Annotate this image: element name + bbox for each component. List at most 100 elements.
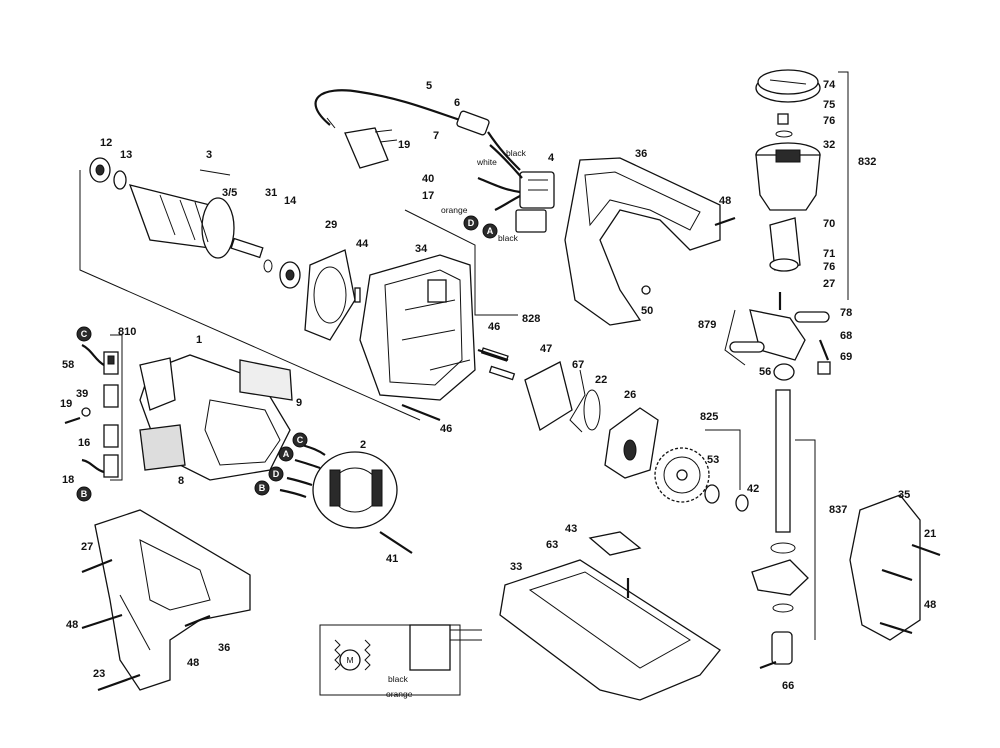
- handle-right: [564, 157, 721, 326]
- bracket-lines: [79, 71, 849, 640]
- part-numbers: 5 6 7 19 4 40 17 36 48 50 12 13 3 3/5 31…: [60, 79, 936, 692]
- bushing-56: [773, 363, 795, 381]
- connector-c-left: C: [76, 326, 92, 342]
- part-number: 43: [565, 523, 577, 535]
- bearing-12: [89, 157, 111, 183]
- knob-74: [755, 69, 821, 103]
- motor-symbol-label: M: [346, 655, 353, 665]
- part-number: 53: [707, 454, 719, 466]
- screw-50: [641, 285, 651, 295]
- part-number: 17: [422, 190, 434, 202]
- label-8: [139, 424, 186, 471]
- part-number: 27: [823, 278, 835, 290]
- shoe-43: [588, 531, 642, 556]
- roller-holder: [729, 309, 830, 361]
- svg-text:A: A: [487, 226, 494, 236]
- part-number: 36: [635, 148, 647, 160]
- wire-label-black-schematic: black: [388, 674, 409, 684]
- screws-cover: [879, 543, 941, 635]
- part-number: 7: [433, 130, 439, 142]
- gear-housing: [359, 254, 476, 401]
- part-number: 63: [546, 539, 558, 551]
- power-cord: [314, 89, 521, 171]
- screw-48-top: [714, 216, 736, 227]
- fan-baffle: [304, 249, 356, 341]
- part-number: 70: [823, 218, 835, 230]
- part-number: 74: [823, 79, 836, 91]
- part-number: 3/5: [222, 187, 237, 199]
- svg-text:C: C: [297, 435, 304, 445]
- cap-75: [777, 113, 789, 125]
- part-number: 46: [488, 321, 500, 333]
- wiring-schematic: [319, 624, 482, 696]
- retaining-ring-31: [263, 259, 273, 273]
- cam-70: [769, 217, 801, 271]
- washer-39: [81, 407, 91, 417]
- plug: [344, 127, 398, 169]
- part-number: 19: [60, 398, 72, 410]
- part-number: 6: [454, 97, 460, 109]
- part-number: 36: [218, 642, 230, 654]
- spring-67: [569, 369, 586, 433]
- wire-label-white: white: [476, 157, 497, 167]
- part-number: 5: [426, 80, 432, 92]
- handle-left: [94, 509, 251, 691]
- armature: [128, 184, 264, 259]
- wire-label-orange-top: orange: [441, 205, 468, 215]
- part-number: 56: [759, 366, 771, 378]
- brush-holder-upper: [103, 351, 119, 375]
- part-number: 76: [823, 261, 835, 273]
- part-number: 42: [747, 483, 759, 495]
- brush-lead-18: [81, 458, 105, 474]
- part-number: 40: [422, 173, 434, 185]
- field: [312, 451, 398, 529]
- wire-label-orange-schematic: orange: [386, 689, 413, 699]
- part-number: 825: [700, 411, 718, 423]
- part-number: 67: [572, 359, 584, 371]
- part-number: 44: [356, 238, 369, 250]
- connector-d-switch: D: [463, 215, 479, 231]
- guide-26: [604, 407, 659, 479]
- pin-44: [354, 287, 361, 303]
- label-9: [239, 359, 293, 401]
- screws-handle-left: [81, 558, 211, 692]
- bearing-14: [279, 261, 301, 289]
- screw-46-upper: [477, 348, 509, 362]
- screw-46-lower: [401, 403, 441, 422]
- part-number: 837: [829, 504, 847, 516]
- cover-35: [849, 494, 921, 641]
- part-number: 22: [595, 374, 607, 386]
- part-number: 69: [840, 351, 852, 363]
- part-number: 828: [522, 313, 540, 325]
- screw-68-69: [817, 339, 831, 375]
- connector-a-field: A: [278, 446, 294, 462]
- part-number: 18: [62, 474, 74, 486]
- spring-71: [769, 258, 799, 272]
- part-number: 35: [898, 489, 910, 501]
- part-number: 879: [698, 319, 716, 331]
- part-number: 68: [840, 330, 852, 342]
- part-number: 48: [66, 619, 78, 631]
- field-leads: [279, 443, 326, 499]
- part-number: 23: [93, 668, 105, 680]
- brush-holder-mid: [103, 384, 119, 478]
- part-number: 1: [196, 334, 202, 346]
- part-number: 33: [510, 561, 522, 573]
- part-number: 31: [265, 187, 277, 199]
- part-number: 50: [641, 305, 653, 317]
- part-number: 2: [360, 439, 366, 451]
- part-number: 34: [415, 243, 428, 255]
- part-number: 810: [118, 326, 136, 338]
- part-number: 75: [823, 99, 835, 111]
- gear-825: [654, 447, 710, 503]
- brush-lead-58: [81, 344, 105, 366]
- svg-text:C: C: [81, 329, 88, 339]
- part-number: 76: [823, 115, 835, 127]
- part-number: 19: [398, 139, 410, 151]
- part-number: 32: [823, 139, 835, 151]
- bearing-53: [704, 484, 720, 504]
- svg-text:A: A: [283, 449, 290, 459]
- part-number: 29: [325, 219, 337, 231]
- screw-41: [379, 531, 413, 554]
